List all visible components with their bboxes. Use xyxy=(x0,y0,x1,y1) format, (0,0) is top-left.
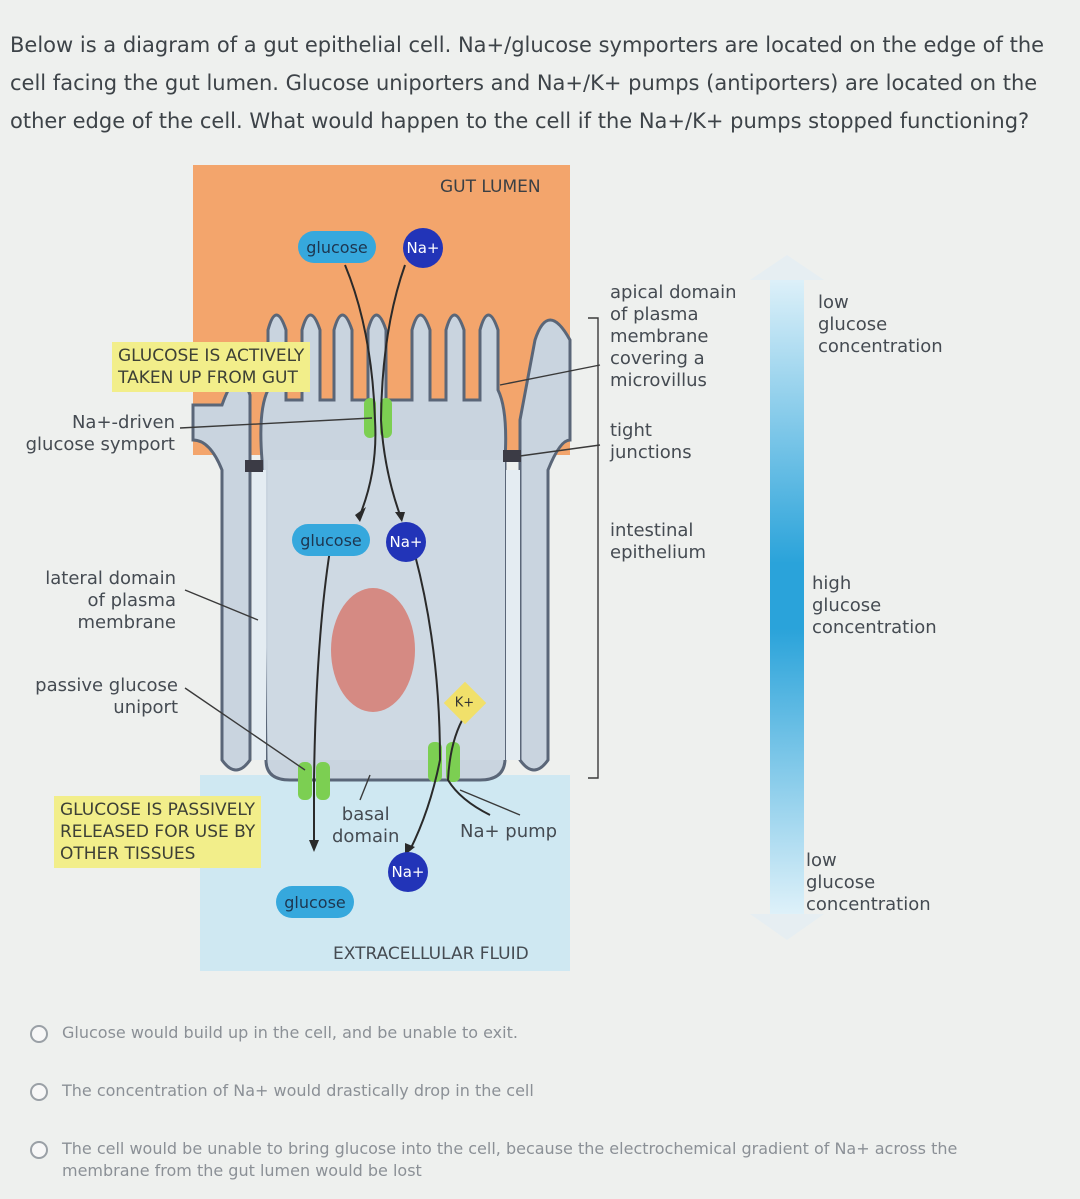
basal-domain-label: basal domain xyxy=(332,804,400,847)
intestinal-epithelium-label: intestinal epithelium xyxy=(610,520,706,563)
answer-option-text: Glucose would build up in the cell, and … xyxy=(62,1023,518,1042)
high-glucose-label: high glucose concentration xyxy=(812,573,937,638)
gradient-arrow-top xyxy=(750,255,824,280)
glucose-molecule-cytosol: glucose xyxy=(292,524,370,556)
answer-option-1[interactable]: Glucose would build up in the cell, and … xyxy=(30,1022,518,1044)
radio-button-icon[interactable] xyxy=(30,1141,48,1159)
passive-release-callout: GLUCOSE IS PASSIVELY RELEASED FOR USE BY… xyxy=(54,796,262,868)
extracellular-fluid-label: EXTRACELLULAR FLUID xyxy=(333,944,529,964)
transport-arrows xyxy=(313,264,491,851)
answer-option-text: The cell would be unable to bring glucos… xyxy=(62,1139,958,1180)
lateral-domain-label: lateral domain of plasma membrane xyxy=(45,568,176,633)
symport-label: Na+-driven glucose symport xyxy=(25,412,175,455)
glucose-molecule-extracellular: glucose xyxy=(276,886,354,918)
answer-option-2[interactable]: The concentration of Na+ would drastical… xyxy=(30,1080,534,1102)
leader-lines xyxy=(179,317,601,816)
uniport-label: passive glucose uniport xyxy=(35,675,178,718)
low-glucose-top-label: low glucose concentration xyxy=(818,292,943,357)
lateral-space-right xyxy=(506,470,520,760)
apical-domain-label: apical domain of plasma membrane coverin… xyxy=(610,282,737,391)
sodium-ion-cytosol: Na+ xyxy=(386,522,426,562)
glucose-molecule-lumen: glucose xyxy=(298,231,376,263)
question-text: Below is a diagram of a gut epithelial c… xyxy=(10,33,1045,133)
lateral-space-left xyxy=(252,470,266,760)
nucleus xyxy=(331,588,415,712)
low-glucose-bottom-label: low glucose concentration xyxy=(806,850,931,915)
na-pump-label: Na+ pump xyxy=(460,821,558,842)
neighbour-cell-right xyxy=(518,318,572,772)
radio-button-icon[interactable] xyxy=(30,1025,48,1043)
sodium-ion-extracellular: Na+ xyxy=(388,852,428,892)
extracellular-region xyxy=(200,775,570,971)
neighbour-cell-left xyxy=(191,378,252,772)
sodium-ion-lumen: Na+ xyxy=(403,228,443,268)
answer-option-3[interactable]: The cell would be unable to bring glucos… xyxy=(30,1138,1020,1182)
tight-junction-right xyxy=(503,450,521,462)
answer-option-text: The concentration of Na+ would drastical… xyxy=(62,1081,534,1100)
radio-button-icon[interactable] xyxy=(30,1083,48,1101)
glucose-gradient-bar xyxy=(770,270,804,922)
gradient-arrow-bottom xyxy=(750,914,824,940)
gut-lumen-label: GUT LUMEN xyxy=(440,177,541,197)
tight-junction-left xyxy=(245,460,263,472)
active-uptake-callout: GLUCOSE IS ACTIVELY TAKEN UP FROM GUT xyxy=(112,342,311,392)
tight-junctions-label: tight junctions xyxy=(610,420,692,463)
uniporter-protein xyxy=(298,762,330,800)
